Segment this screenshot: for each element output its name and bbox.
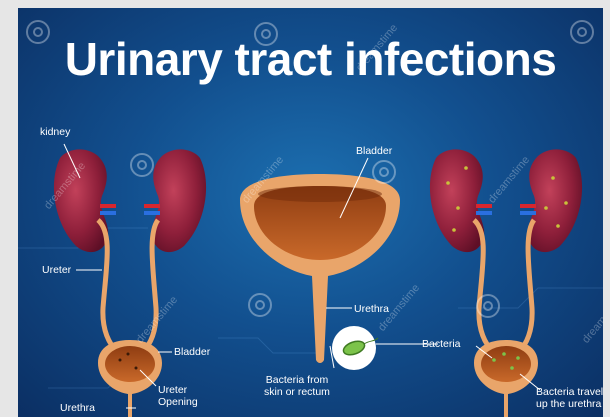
label-bacteria-travel-line2: up the urethra	[536, 398, 603, 410]
page-title: Urinary tract infections	[18, 36, 603, 82]
label-bacteria-travel: Bacteria travel up the urethra	[536, 386, 603, 410]
label-bacteria: Bacteria	[422, 338, 461, 350]
label-ureter-opening-line1: Ureter	[158, 384, 198, 396]
illustration-frame: dreamstime dreamstime dreamstime dreamst…	[18, 8, 603, 417]
label-bacteria-source-line1: Bacteria from	[264, 374, 330, 386]
spiral-watermark-icon	[248, 293, 272, 317]
label-urethra-center: Urethra	[354, 303, 389, 315]
spiral-watermark-icon	[476, 294, 500, 318]
label-bacteria-travel-line1: Bacteria travel	[536, 386, 603, 398]
label-urethra-left: Urethra	[60, 402, 95, 414]
label-ureter: Ureter	[42, 264, 71, 276]
label-bacteria-source-line2: skin or rectum	[264, 386, 330, 398]
bacteria-bubble	[332, 326, 378, 370]
left-kidney-b	[152, 149, 206, 252]
right-kidney-a	[430, 149, 484, 252]
left-bladder	[98, 340, 162, 417]
label-bacteria-source: Bacteria from skin or rectum	[264, 374, 330, 398]
spiral-watermark-icon	[372, 160, 396, 184]
label-bladder-left: Bladder	[174, 346, 210, 358]
label-bladder-center: Bladder	[356, 145, 392, 157]
spiral-watermark-icon	[130, 153, 154, 177]
label-ureter-opening: Ureter Opening	[158, 384, 198, 408]
label-ureter-opening-line2: Opening	[158, 396, 198, 408]
center-bladder	[240, 174, 400, 363]
right-kidney-b	[528, 149, 582, 252]
label-kidney: kidney	[40, 126, 70, 138]
